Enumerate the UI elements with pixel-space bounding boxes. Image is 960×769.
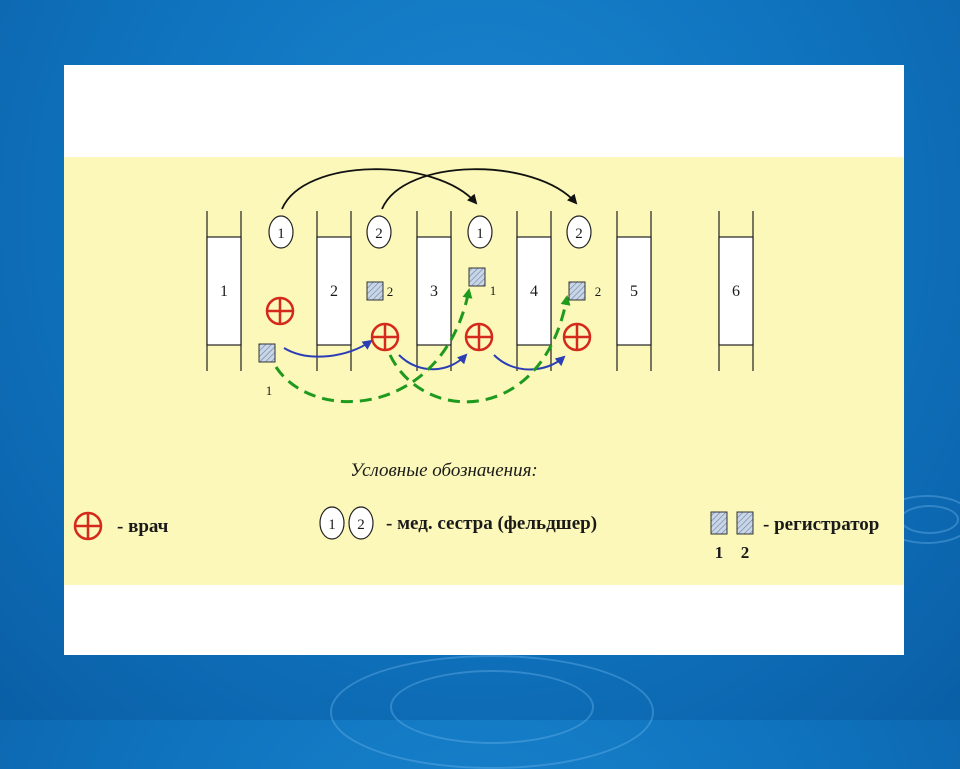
- legend-nurse-number: 2: [357, 517, 365, 533]
- nurse-symbol-icon: [348, 506, 374, 540]
- cabinet-3: 3: [416, 211, 452, 371]
- legend-title: Условные обозначения:: [350, 460, 538, 481]
- cabinet-6: 6: [718, 211, 754, 371]
- registrar-number: 2: [387, 284, 394, 299]
- nurse-number: 2: [575, 226, 583, 242]
- legend-registrar-number: 1: [715, 543, 724, 562]
- patient-flow-arrow: [274, 288, 473, 404]
- legend-doctor: - врач: [73, 511, 169, 541]
- registrar-1: 1: [258, 343, 276, 398]
- nurse-2: 2: [366, 215, 392, 249]
- cabinet-2: 2: [316, 211, 352, 371]
- nurse-3: 1: [467, 215, 493, 249]
- doctor-4: [562, 322, 592, 352]
- registrar-symbol-icon: [710, 511, 728, 535]
- patient-flow-arrow: [388, 295, 571, 404]
- cabinet-label: 1: [220, 283, 228, 300]
- cabinet-5: 5: [616, 211, 652, 371]
- registrar-to-doctor-arrow: [398, 353, 468, 371]
- registrar-symbol-icon: [736, 511, 754, 535]
- legend-registrar-number: 2: [741, 543, 750, 562]
- registrar-2: 2: [366, 281, 394, 301]
- registrar-3: 1: [468, 267, 497, 298]
- cabinet-label: 2: [330, 283, 338, 300]
- nurse-number: 2: [375, 226, 383, 242]
- legend-registrar-label: - регистратор: [763, 514, 879, 535]
- cabinet-label: 5: [630, 283, 638, 300]
- flow-diagram: 1 2 3 4 5 6: [73, 168, 879, 562]
- doctor-2: [370, 322, 400, 352]
- nurse-symbol-icon: [319, 506, 345, 540]
- doctor-3: [464, 322, 494, 352]
- registrar-number: 1: [490, 283, 497, 298]
- cabinet-4: 4: [516, 211, 552, 371]
- legend-doctor-label: - врач: [117, 516, 169, 537]
- legend-registrar: 1 2 - регистратор: [710, 511, 879, 562]
- legend-nurse-number: 1: [328, 517, 336, 533]
- doctor-symbol-icon: [73, 511, 103, 541]
- registrar-to-doctor-arrow: [493, 354, 566, 371]
- nurse-transfer-arrow: [381, 168, 578, 210]
- slide-card: 1 2 3 4 5 6: [64, 65, 904, 655]
- registrar-number: 2: [595, 284, 602, 299]
- cabinet-label: 4: [530, 283, 538, 300]
- nurse-number: 1: [476, 226, 484, 242]
- nurse-number: 1: [277, 226, 285, 242]
- registrar-to-doctor-arrow: [283, 339, 373, 358]
- background-ripple: [390, 670, 594, 744]
- cabinet-label: 3: [430, 283, 438, 300]
- registrar-4: 2: [568, 281, 602, 301]
- cabinet-label: 6: [732, 283, 740, 300]
- nurse-transfer-arrow: [281, 168, 478, 210]
- doctor-1: [265, 296, 295, 326]
- legend-nurse: 1 2 - мед. сестра (фельдшер): [319, 506, 597, 540]
- nurse-4: 2: [566, 215, 592, 249]
- cabinet-1: 1: [206, 211, 242, 371]
- legend-nurse-label: - мед. сестра (фельдшер): [386, 513, 597, 534]
- nurse-1: 1: [268, 215, 294, 249]
- registrar-number: 1: [266, 383, 273, 398]
- background-ripple: [900, 505, 959, 534]
